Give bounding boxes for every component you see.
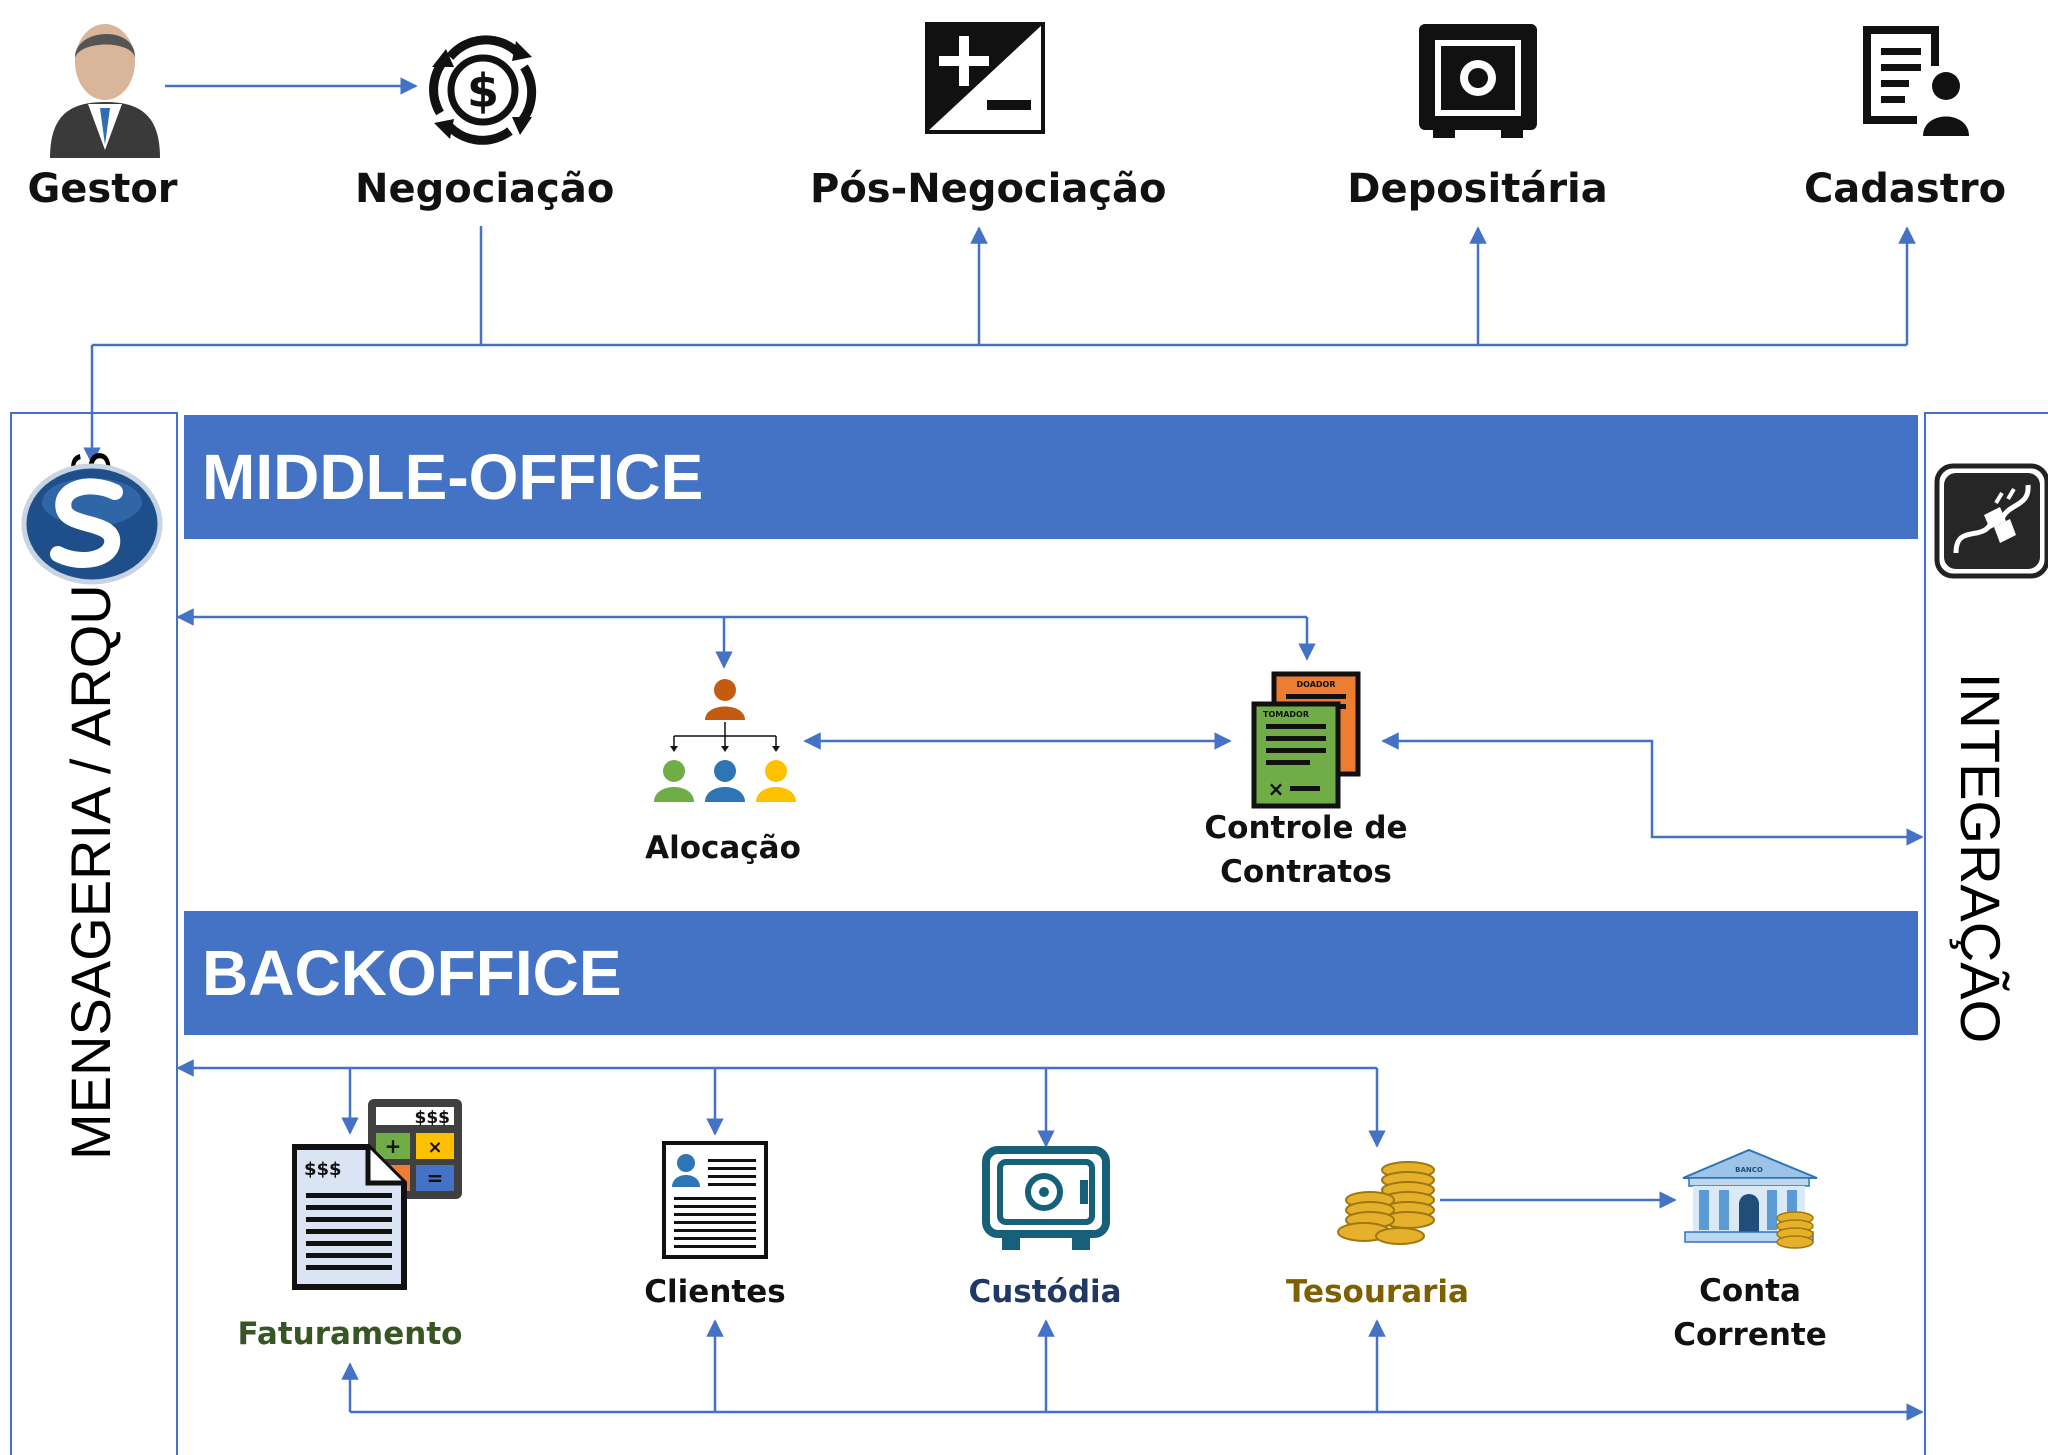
bill-money-text: $$$ [304, 1159, 342, 1180]
billing-calculator-icon: $$$ + × = $$$ [292, 1099, 462, 1290]
alocacao-label: Alocação [645, 830, 801, 866]
plus-minus-icon [925, 22, 1045, 134]
tomador-text: TOMADOR [1263, 710, 1309, 719]
svg-text:×: × [1268, 777, 1285, 801]
integracao-label: INTEGRAÇÃO [1949, 672, 2012, 1044]
svg-text:=: = [427, 1166, 444, 1190]
coins-stack-icon [1337, 1161, 1435, 1245]
middle-office-title: MIDDLE-OFFICE [202, 441, 704, 513]
backoffice-header: BACKOFFICE [184, 911, 1918, 1035]
dollar-cycle-icon: $ [429, 35, 537, 145]
gestor-label: Gestor [27, 166, 178, 212]
bank-building-icon: BANCO [1682, 1148, 1818, 1249]
s-logo-icon [21, 463, 163, 585]
manager-person-icon [50, 24, 160, 158]
cadastro-label: Cadastro [1803, 166, 2007, 212]
tesouraria-label: Tesouraria [1286, 1274, 1469, 1310]
left-panel [10, 412, 178, 1455]
faturamento-label: Faturamento [237, 1316, 463, 1352]
bank-sign-text: BANCO [1735, 1166, 1763, 1174]
conta-corrente-label-line2: Corrente [1673, 1317, 1827, 1353]
doador-text: DOADOR [1296, 680, 1335, 689]
mensageria-label: MENSAGERIA / ARQUIVOS [59, 450, 122, 1160]
controle-label-line2: Contratos [1220, 854, 1392, 890]
conta-corrente-label-line1: Conta [1699, 1273, 1801, 1309]
pos-negociacao-label: Pós-Negociação [810, 166, 1167, 212]
depositaria-label: Depositária [1347, 166, 1608, 212]
negociacao-label: Negociação [355, 166, 615, 212]
svg-text:×: × [427, 1137, 442, 1158]
svg-text:$: $ [467, 64, 499, 118]
controle-label-line1: Controle de [1204, 810, 1408, 846]
client-file-icon [662, 1141, 768, 1259]
middle-office-header: MIDDLE-OFFICE [184, 415, 1918, 539]
calc-money-text: $$$ [415, 1108, 451, 1128]
right-panel [1924, 412, 2048, 1455]
safe-icon [1419, 24, 1537, 138]
org-chart-people-icon [654, 679, 796, 802]
plug-icon [1934, 463, 2048, 579]
registration-form-icon [1863, 26, 1969, 136]
backoffice-title: BACKOFFICE [202, 937, 622, 1009]
svg-text:+: + [385, 1134, 402, 1158]
contracts-documents-icon: DOADOR TOMADOR × [1251, 671, 1361, 809]
vault-icon [982, 1146, 1110, 1250]
clientes-label: Clientes [644, 1274, 786, 1310]
custodia-label: Custódia [968, 1274, 1122, 1310]
